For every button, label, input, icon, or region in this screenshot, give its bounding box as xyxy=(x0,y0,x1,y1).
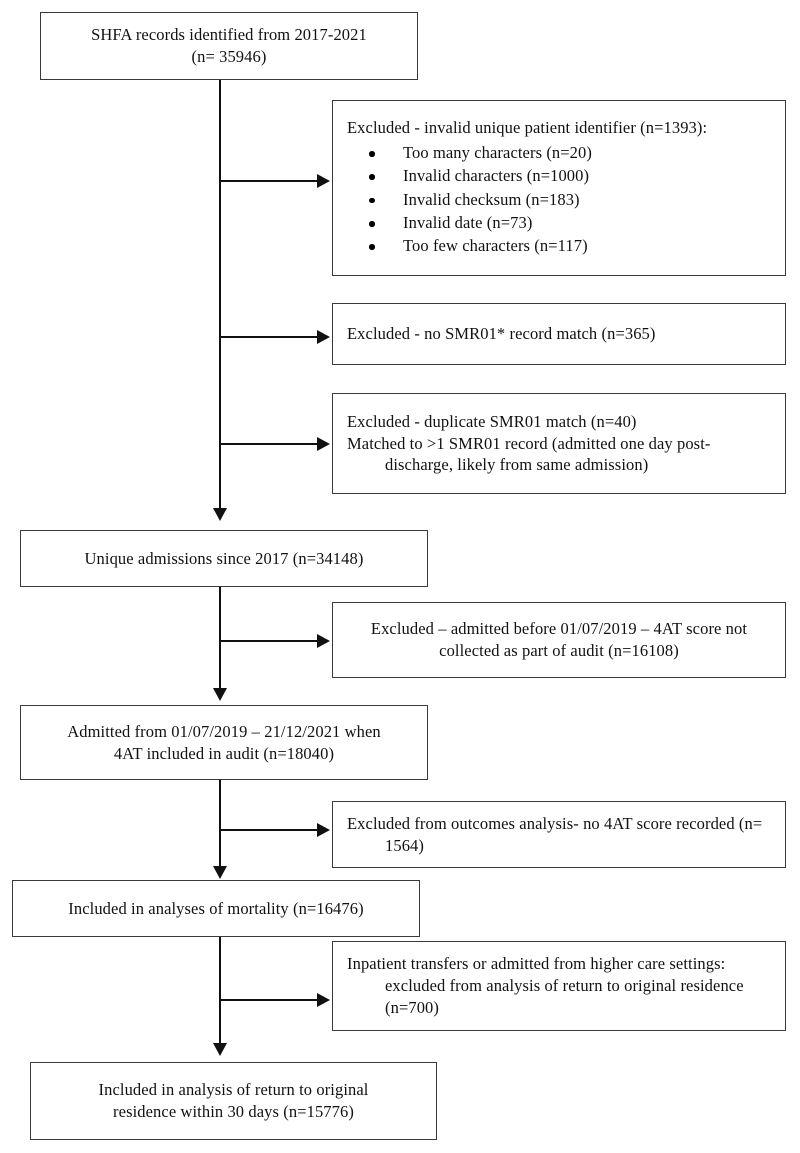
branch-arrowhead-excluded-before-2019 xyxy=(317,634,330,648)
spine-segment-2 xyxy=(219,587,221,692)
node-included-mortality-text: Included in analyses of mortality (n=164… xyxy=(13,898,419,920)
branch-arrowhead-excluded-transfers xyxy=(317,993,330,1007)
list-item: Too few characters (n=117) xyxy=(347,235,771,257)
list-item: Too many characters (n=20) xyxy=(347,142,771,164)
list-item: Invalid checksum (n=183) xyxy=(347,189,771,211)
node-admitted-window-line2: 4AT included in audit (n=18040) xyxy=(113,743,335,763)
branch-arrowhead-excluded-no-match xyxy=(317,330,330,344)
node-excluded-no-match-text: Excluded - no SMR01* record match (n=365… xyxy=(333,323,785,345)
node-included-return: Included in analysis of return to origin… xyxy=(30,1062,437,1140)
node-admitted-window-text: Admitted from 01/07/2019 – 21/12/2021 wh… xyxy=(21,721,427,765)
node-included-return-line2: residence within 30 days (n=15776) xyxy=(113,1102,354,1121)
node-source-records-line1: SHFA records identified from 2017-2021 xyxy=(91,25,367,45)
branch-arrowhead-excluded-duplicate xyxy=(317,437,330,451)
node-source-records-line2: (n= 35946) xyxy=(191,47,267,66)
node-excluded-transfers: Inpatient transfers or admitted from hig… xyxy=(332,941,786,1031)
node-excluded-transfers-line1: Inpatient transfers or admitted from hig… xyxy=(347,954,744,1017)
spine-segment-4-arrowhead xyxy=(212,1043,227,1056)
node-source-records-text: SHFA records identified from 2017-2021 (… xyxy=(41,24,417,68)
spine-top-arrowhead xyxy=(212,508,227,521)
branch-line-excluded-before-2019 xyxy=(220,640,317,642)
list-item: Invalid date (n=73) xyxy=(347,212,771,234)
node-excluded-before-2019-line1: Excluded – admitted before 01/07/2019 – … xyxy=(370,619,748,660)
branch-line-excluded-transfers xyxy=(220,999,317,1001)
spine-segment-3-arrowhead xyxy=(212,866,227,879)
branch-line-excluded-identifier xyxy=(220,180,317,182)
branch-line-excluded-duplicate xyxy=(220,443,317,445)
spine-segment-3 xyxy=(219,780,221,868)
branch-line-excluded-no-match xyxy=(220,336,317,338)
node-included-mortality: Included in analyses of mortality (n=164… xyxy=(12,880,420,937)
node-excluded-before-2019-text: Excluded – admitted before 01/07/2019 – … xyxy=(333,618,785,662)
node-excluded-identifier: Excluded - invalid unique patient identi… xyxy=(332,100,786,276)
node-excluded-no-4at-text: Excluded from outcomes analysis- no 4AT … xyxy=(333,813,785,857)
node-excluded-no-match: Excluded - no SMR01* record match (n=365… xyxy=(332,303,786,365)
node-excluded-no-match-line1: Excluded - no SMR01* record match (n=365… xyxy=(347,324,656,344)
spine-segment-2-arrowhead xyxy=(212,688,227,701)
node-excluded-no-4at-line1: Excluded from outcomes analysis- no 4AT … xyxy=(347,813,763,855)
node-excluded-duplicate: Excluded - duplicate SMR01 match (n=40) … xyxy=(332,393,786,494)
branch-arrowhead-excluded-identifier xyxy=(317,174,330,188)
node-included-return-text: Included in analysis of return to origin… xyxy=(31,1079,436,1123)
branch-line-excluded-no-4at xyxy=(220,829,317,831)
node-excluded-identifier-text: Excluded - invalid unique patient identi… xyxy=(333,117,785,258)
node-admitted-window-line1: Admitted from 01/07/2019 – 21/12/2021 wh… xyxy=(67,721,381,741)
node-admitted-window: Admitted from 01/07/2019 – 21/12/2021 wh… xyxy=(20,705,428,780)
spine-top xyxy=(219,80,221,513)
node-included-mortality-line1: Included in analyses of mortality (n=164… xyxy=(68,898,364,918)
branch-arrowhead-excluded-no-4at xyxy=(317,823,330,837)
node-excluded-transfers-text: Inpatient transfers or admitted from hig… xyxy=(333,953,785,1018)
node-included-return-line1: Included in analysis of return to origin… xyxy=(98,1080,369,1100)
node-excluded-duplicate-line2: Matched to >1 SMR01 record (admitted one… xyxy=(347,433,711,475)
node-excluded-identifier-heading: Excluded - invalid unique patient identi… xyxy=(347,118,708,138)
node-unique-admissions-text: Unique admissions since 2017 (n=34148) xyxy=(21,548,427,570)
node-source-records: SHFA records identified from 2017-2021 (… xyxy=(40,12,418,80)
node-excluded-no-4at: Excluded from outcomes analysis- no 4AT … xyxy=(332,801,786,868)
node-excluded-duplicate-line1: Excluded - duplicate SMR01 match (n=40) xyxy=(347,411,637,431)
spine-segment-4 xyxy=(219,937,221,1047)
node-excluded-before-2019: Excluded – admitted before 01/07/2019 – … xyxy=(332,602,786,678)
node-unique-admissions: Unique admissions since 2017 (n=34148) xyxy=(20,530,428,587)
excluded-identifier-reason-list: Too many characters (n=20) Invalid chara… xyxy=(347,142,771,257)
node-excluded-duplicate-text: Excluded - duplicate SMR01 match (n=40) … xyxy=(333,411,785,476)
list-item: Invalid characters (n=1000) xyxy=(347,165,771,187)
node-unique-admissions-line1: Unique admissions since 2017 (n=34148) xyxy=(84,548,364,568)
